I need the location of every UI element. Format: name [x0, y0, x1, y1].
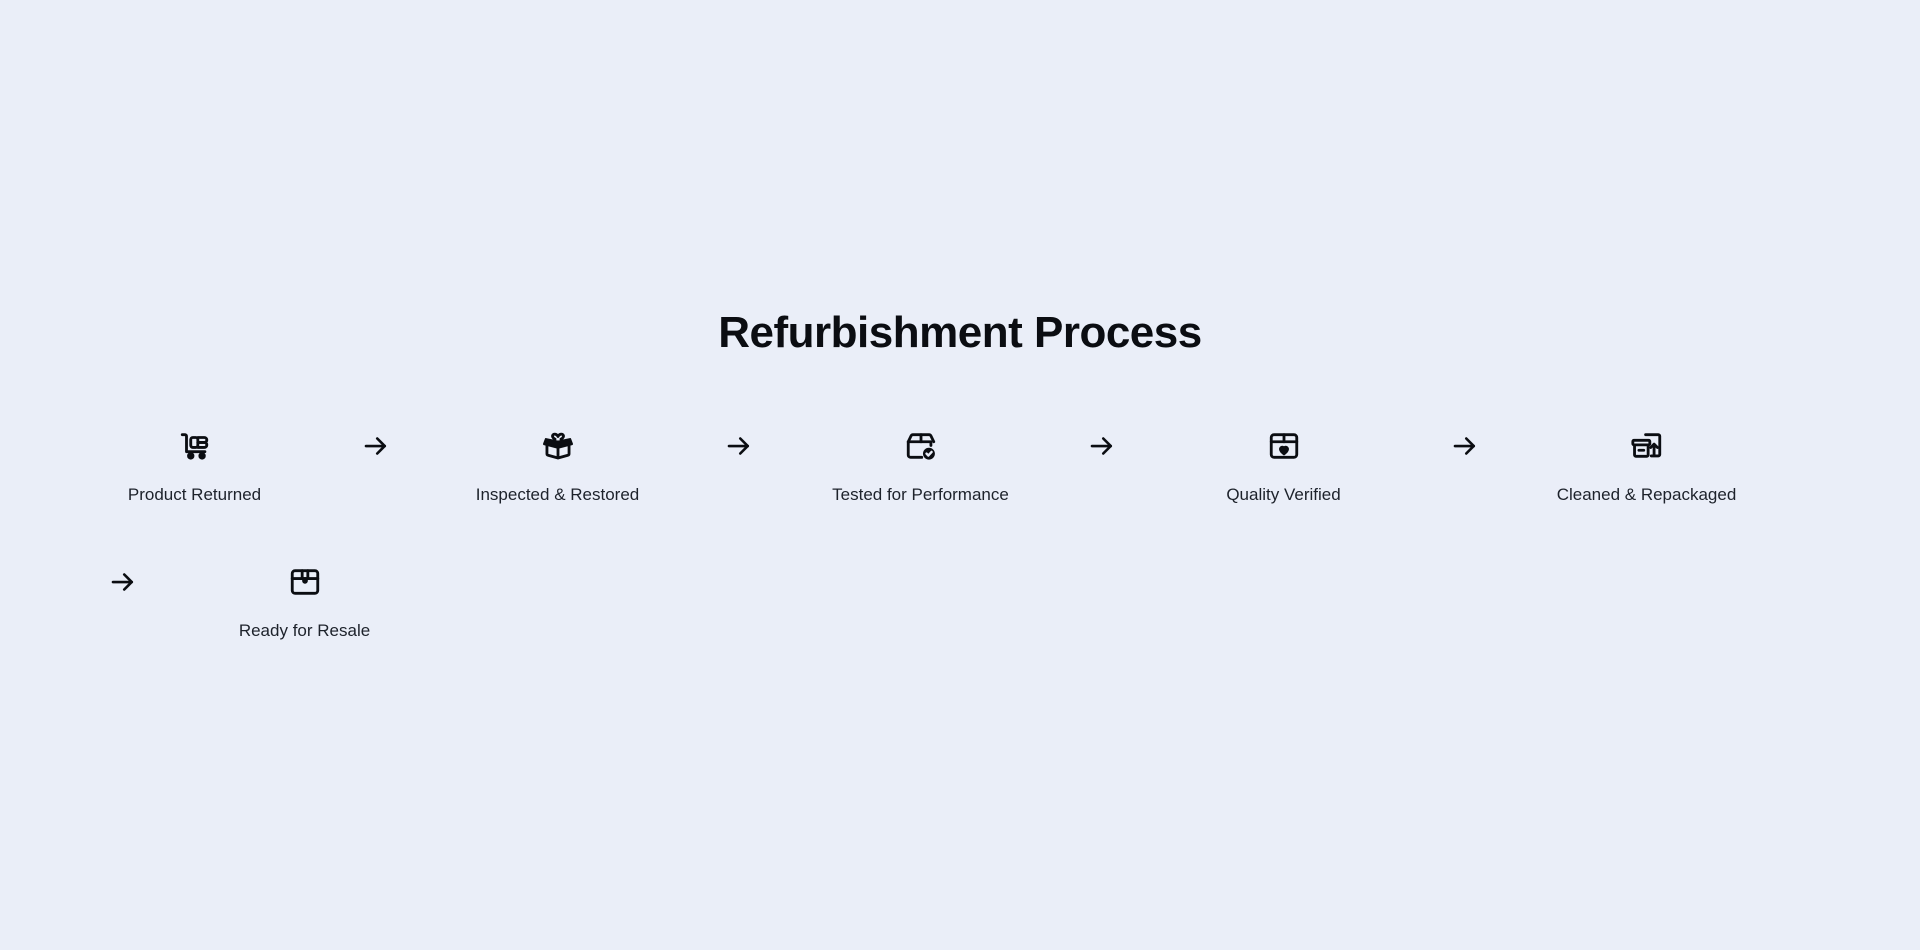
- process-step-label: Ready for Resale: [238, 621, 371, 641]
- process-step-tested-for-performance[interactable]: Tested for Performance: [794, 424, 1047, 506]
- refurbishment-process-diagram: Refurbishment Process Product Returned: [0, 308, 1920, 643]
- process-step-product-returned[interactable]: Product Returned: [68, 424, 321, 506]
- trolley-boxes-icon: [173, 424, 217, 468]
- process-step-inspected-restored[interactable]: Inspected & Restored: [431, 424, 684, 506]
- page-title: Refurbishment Process: [718, 307, 1202, 357]
- package-icon: [283, 560, 327, 604]
- process-step-ready-for-resale[interactable]: Ready for Resale: [178, 560, 431, 642]
- arrow-right-icon: [68, 560, 178, 604]
- arrow-right-icon: [1047, 424, 1157, 468]
- package-open-icon: [536, 424, 580, 468]
- archive-restore-icon: [1625, 424, 1669, 468]
- process-step-label: Cleaned & Repackaged: [1556, 485, 1737, 505]
- process-step-label: Product Returned: [127, 485, 262, 505]
- process-step-label: Quality Verified: [1226, 485, 1341, 505]
- package-check-icon: [899, 424, 943, 468]
- arrow-right-icon: [321, 424, 431, 468]
- process-step-label: Inspected & Restored: [475, 485, 640, 505]
- process-step-quality-verified[interactable]: Quality Verified: [1157, 424, 1410, 506]
- process-step-label: Tested for Performance: [832, 485, 1009, 505]
- process-steps-flow: Product Returned Inspected & Restored: [68, 424, 1852, 642]
- arrow-right-icon: [684, 424, 794, 468]
- process-step-cleaned-repackaged[interactable]: Cleaned & Repackaged: [1520, 424, 1773, 506]
- arrow-right-icon: [1410, 424, 1520, 468]
- package-heart-icon: [1262, 424, 1306, 468]
